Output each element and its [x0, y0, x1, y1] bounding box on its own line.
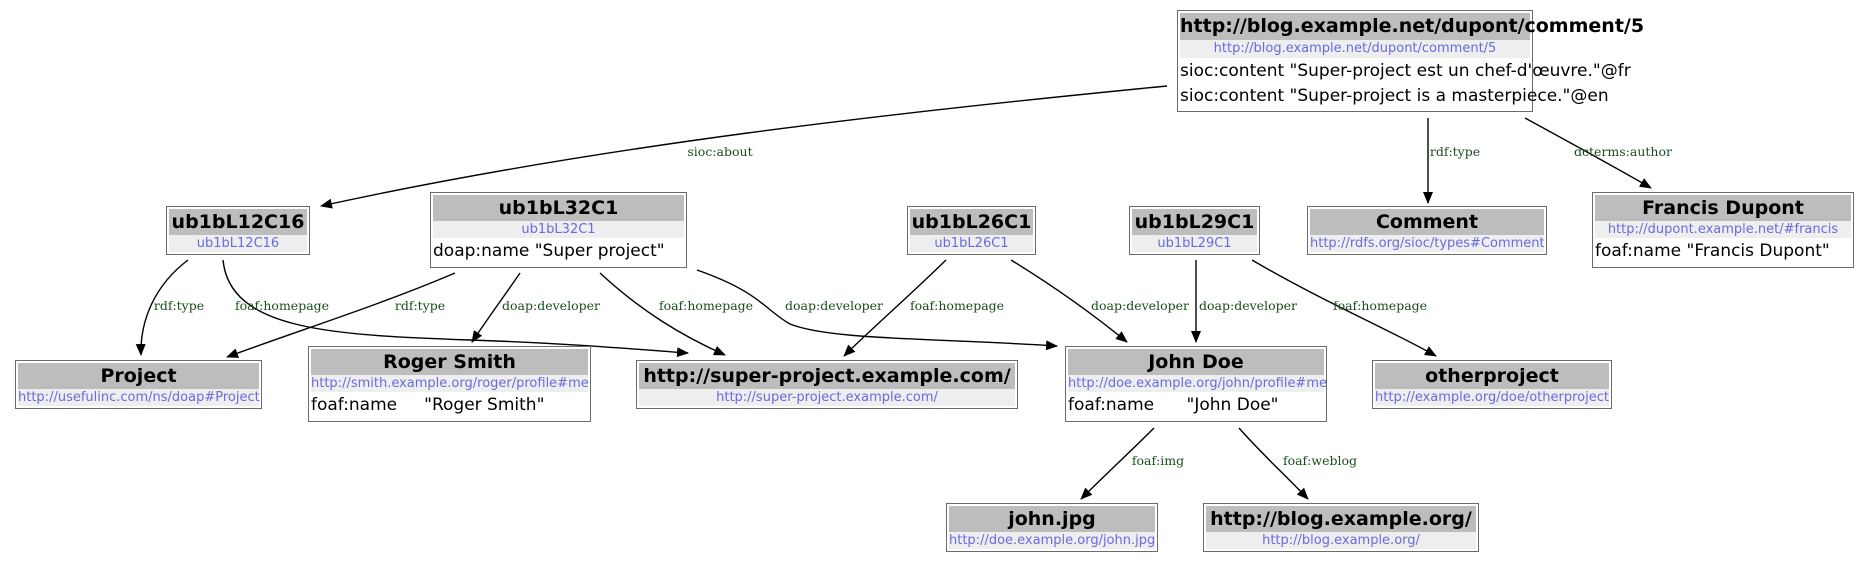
node-uri: http://dupont.example.net/#francis — [1595, 221, 1851, 238]
node-property: foaf:name "Francis Dupont" — [1595, 241, 1830, 261]
node-title: Comment — [1310, 209, 1544, 235]
edge-comment5-to-ub12 — [320, 85, 1168, 209]
node-uri: http://blog.example.net/dupont/comment/5 — [1180, 40, 1530, 58]
edge-ub32-to-project — [226, 272, 456, 358]
node-property: foaf:name "John Doe" — [1068, 395, 1279, 415]
node-uri: ub1bL26C1 — [910, 235, 1033, 252]
node-property: sioc:content "Super-project is a masterp… — [1180, 86, 1609, 106]
edge-ub26-to-john — [1010, 259, 1128, 343]
edge-label: rdf:type — [154, 298, 204, 313]
node-project: Project http://usefulinc.com/ns/doap#Pro… — [15, 360, 262, 409]
edge-label: foaf:homepage — [1333, 298, 1427, 313]
node-title: ub1bL26C1 — [910, 209, 1033, 235]
node-blog: http://blog.example.org/ http://blog.exa… — [1203, 503, 1479, 552]
node-title: Roger Smith — [311, 349, 588, 375]
node-uri: http://smith.example.org/roger/profile#m… — [311, 375, 589, 392]
node-title: john.jpg — [949, 506, 1155, 532]
node-ub26: ub1bL26C1 ub1bL26C1 — [907, 206, 1036, 255]
node-property: sioc:content "Super-project est un chef-… — [1180, 61, 1631, 81]
edge-ub12-to-project — [135, 259, 189, 356]
edge-label: rdf:type — [395, 298, 445, 313]
node-johnjpg: john.jpg http://doe.example.org/john.jpg — [946, 503, 1158, 552]
node-uri: ub1bL32C1 — [433, 221, 684, 238]
node-title: John Doe — [1068, 349, 1324, 375]
node-ub32: ub1bL32C1 ub1bL32C1 doap:name "Super pro… — [430, 192, 687, 268]
node-property: foaf:name "Roger Smith" — [311, 395, 545, 415]
node-uri: ub1bL12C16 — [169, 235, 307, 252]
edge-label: sioc:about — [687, 144, 752, 159]
node-property: doap:name "Super project" — [433, 241, 665, 261]
edge-ub12-to-superproject — [222, 259, 689, 358]
node-ub29: ub1bL29C1 ub1bL29C1 — [1129, 206, 1260, 255]
node-comment: Comment http://rdfs.org/sioc/types#Comme… — [1307, 206, 1547, 255]
edge-comment5-to-francis — [1524, 117, 1652, 189]
node-ub12: ub1bL12C16 ub1bL12C16 — [166, 206, 310, 255]
edge-label: doap:developer — [502, 298, 600, 313]
edge-label: rdf:type — [1430, 144, 1480, 159]
edge-label: foaf:homepage — [235, 298, 329, 313]
node-title: ub1bL32C1 — [433, 195, 684, 221]
node-uri: http://doe.example.org/john.jpg — [949, 532, 1156, 549]
edge-label: foaf:homepage — [659, 298, 753, 313]
node-roger: Roger Smith http://smith.example.org/rog… — [308, 346, 591, 422]
edge-label: foaf:img — [1132, 453, 1184, 468]
node-uri: http://super-project.example.com/ — [639, 389, 1015, 406]
edge-ub32-to-john — [696, 269, 1058, 351]
node-uri: http://example.org/doe/otherproject — [1375, 389, 1609, 406]
node-uri: http://blog.example.org/ — [1206, 532, 1476, 549]
node-uri: http://rdfs.org/sioc/types#Comment — [1310, 235, 1545, 252]
node-title: ub1bL29C1 — [1132, 209, 1257, 235]
edge-ub32-to-roger — [471, 272, 521, 343]
edge-ub26-to-superproject — [843, 259, 947, 357]
node-uri: http://usefulinc.com/ns/doap#Project — [18, 389, 260, 406]
edge-label: dcterms:author — [1574, 144, 1672, 159]
node-title: http://super-project.example.com/ — [639, 363, 1015, 389]
edge-john-to-blog — [1238, 427, 1309, 500]
edge-ub29-to-otherproject — [1251, 259, 1437, 357]
edge-ub32-to-superproject — [599, 272, 726, 356]
edge-john-to-johnjpg — [1080, 427, 1155, 500]
edge-label: doap:developer — [1091, 298, 1189, 313]
node-title: ub1bL12C16 — [169, 209, 307, 235]
node-john: John Doe http://doe.example.org/john/pro… — [1065, 346, 1327, 422]
node-otherproject: otherproject http://example.org/doe/othe… — [1372, 360, 1612, 409]
node-comment5: http://blog.example.net/dupont/comment/5… — [1177, 10, 1644, 112]
node-title: Francis Dupont — [1595, 195, 1851, 221]
node-title: otherproject — [1375, 363, 1609, 389]
node-uri: ub1bL29C1 — [1132, 235, 1257, 252]
edge-label: doap:developer — [1199, 298, 1297, 313]
edge-label: foaf:weblog — [1283, 453, 1357, 468]
edge-label: doap:developer — [785, 298, 883, 313]
edge-label: foaf:homepage — [910, 298, 1004, 313]
node-francis: Francis Dupont http://dupont.example.net… — [1592, 192, 1854, 268]
node-uri: http://doe.example.org/john/profile#me — [1068, 375, 1327, 392]
node-title: http://blog.example.net/dupont/comment/5 — [1180, 13, 1644, 40]
node-title: Project — [18, 363, 259, 389]
node-superproject: http://super-project.example.com/ http:/… — [636, 360, 1018, 409]
node-title: http://blog.example.org/ — [1206, 506, 1476, 532]
